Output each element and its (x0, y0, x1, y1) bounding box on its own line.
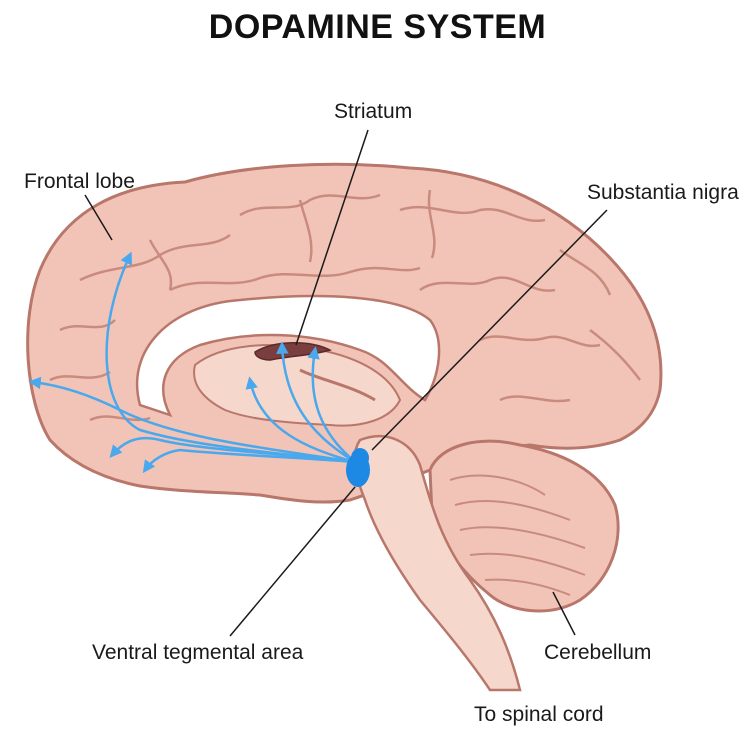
leader-cerebellum (552, 591, 576, 636)
brainstem (353, 434, 522, 692)
pathway-frontal-mid (28, 376, 356, 464)
leader-frontal-lobe (84, 194, 113, 241)
cerebellum-shape (428, 439, 620, 613)
leader-lines (84, 129, 608, 637)
pathway-striatum-2 (276, 341, 356, 464)
pathway-striatum-1 (245, 376, 356, 464)
label-cerebellum: Cerebellum (544, 641, 652, 664)
fornix (299, 368, 376, 402)
label-ventral-tegmental-area: Ventral tegmental area (92, 641, 304, 664)
label-to-spinal-cord: To spinal cord (474, 703, 604, 726)
leader-striatum (295, 129, 369, 346)
pathway-frontal-lowest (142, 448, 356, 474)
label-frontal-lobe: Frontal lobe (24, 170, 135, 193)
leader-vta (229, 486, 356, 637)
label-substantia-nigra: Substantia nigra (587, 181, 739, 204)
diagram-title: DOPAMINE SYSTEM (208, 8, 547, 46)
substantia-nigra-nucleus (351, 448, 369, 468)
pathway-striatum-3 (307, 346, 356, 463)
dopamine-pathways (28, 251, 356, 474)
label-striatum: Striatum (334, 100, 413, 123)
leader-substantia-nigra (371, 209, 608, 451)
pathway-frontal-lower (109, 436, 356, 464)
cerebellum-folia (449, 474, 586, 596)
corpus-callosum (135, 294, 441, 418)
